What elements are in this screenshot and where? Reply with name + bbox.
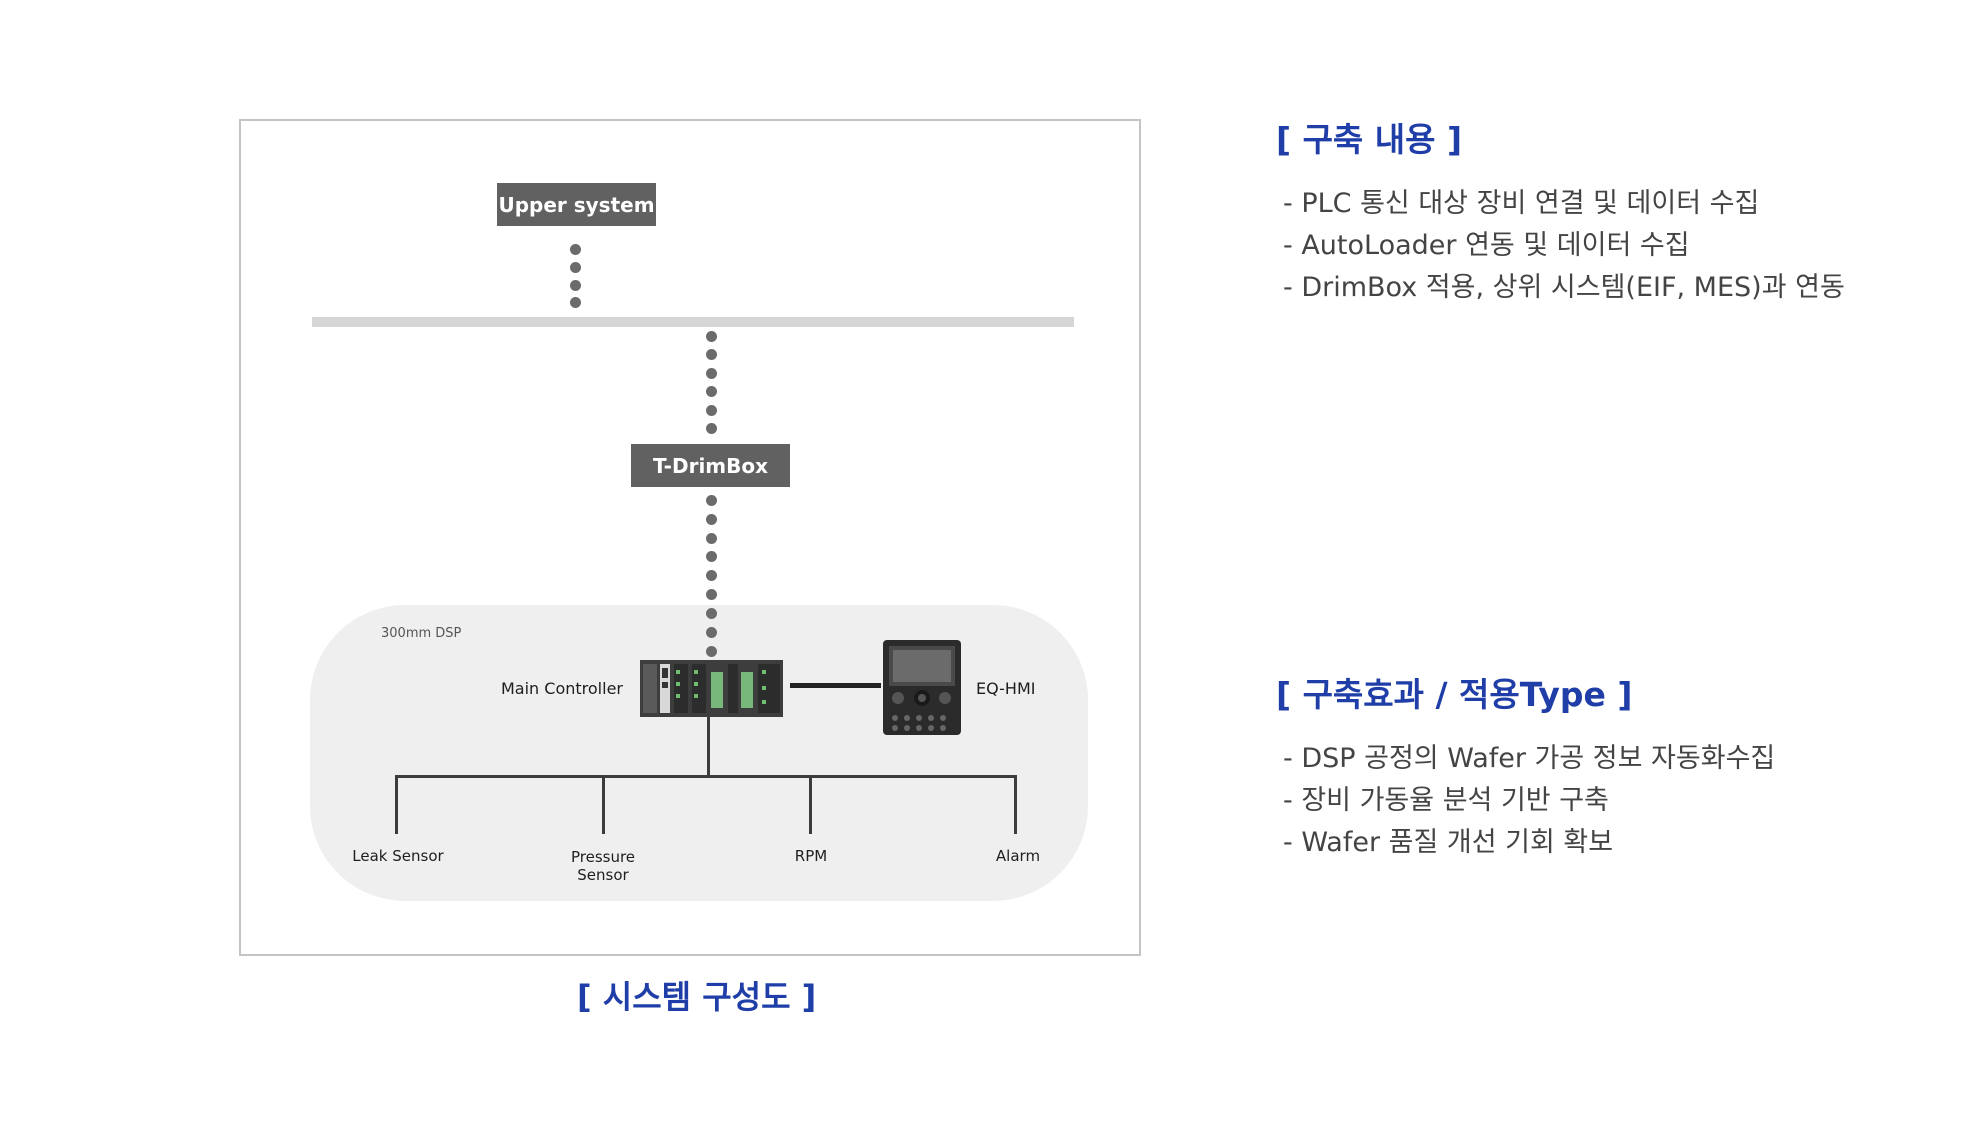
controller-hmi-link — [790, 683, 881, 688]
t-drimbox-label: T-DrimBox — [652, 453, 769, 478]
upper-system-box: Upper system — [497, 183, 656, 226]
leak-sensor-label: Leak Sensor — [352, 847, 444, 865]
effect-item-3: - Wafer 품질 개선 기회 확보 — [1283, 827, 1614, 858]
t-drimbox-box: T-DrimBox — [631, 444, 790, 487]
main-controller-label: Main Controller — [501, 679, 623, 698]
build-item-3: - DrimBox 적용, 상위 시스템(EIF, MES)과 연동 — [1283, 272, 1845, 303]
pressure-sensor-label: Pressure Sensor — [555, 848, 651, 884]
rpm-label: RPM — [794, 847, 828, 865]
plc-controller-image — [640, 660, 783, 717]
pressure-sensor-line-2: Sensor — [577, 866, 629, 884]
alarm-label: Alarm — [995, 847, 1041, 865]
pressure-sensor-line-1: Pressure — [570, 848, 636, 866]
build-item-1: - PLC 통신 대상 장비 연결 및 데이터 수집 — [1283, 188, 1760, 219]
hmi-panel-image — [883, 640, 961, 735]
effect-item-2: - 장비 가동율 분석 기반 구축 — [1283, 785, 1609, 816]
build-item-2: - AutoLoader 연동 및 데이터 수집 — [1283, 230, 1690, 261]
dsp-label: 300mm DSP — [381, 626, 462, 641]
upper-system-label: Upper system — [498, 192, 655, 217]
network-bus — [312, 317, 1074, 327]
effect-item-1: - DSP 공정의 Wafer 가공 정보 자동화수집 — [1283, 743, 1776, 774]
eq-hmi-label: EQ-HMI — [976, 679, 1036, 698]
build-section-title: [ 구축 내용 ] — [1276, 120, 1463, 159]
diagram-caption: [ 시스템 구성도 ] — [577, 978, 817, 1016]
effect-section-title: [ 구축효과 / 적용Type ] — [1276, 675, 1633, 714]
